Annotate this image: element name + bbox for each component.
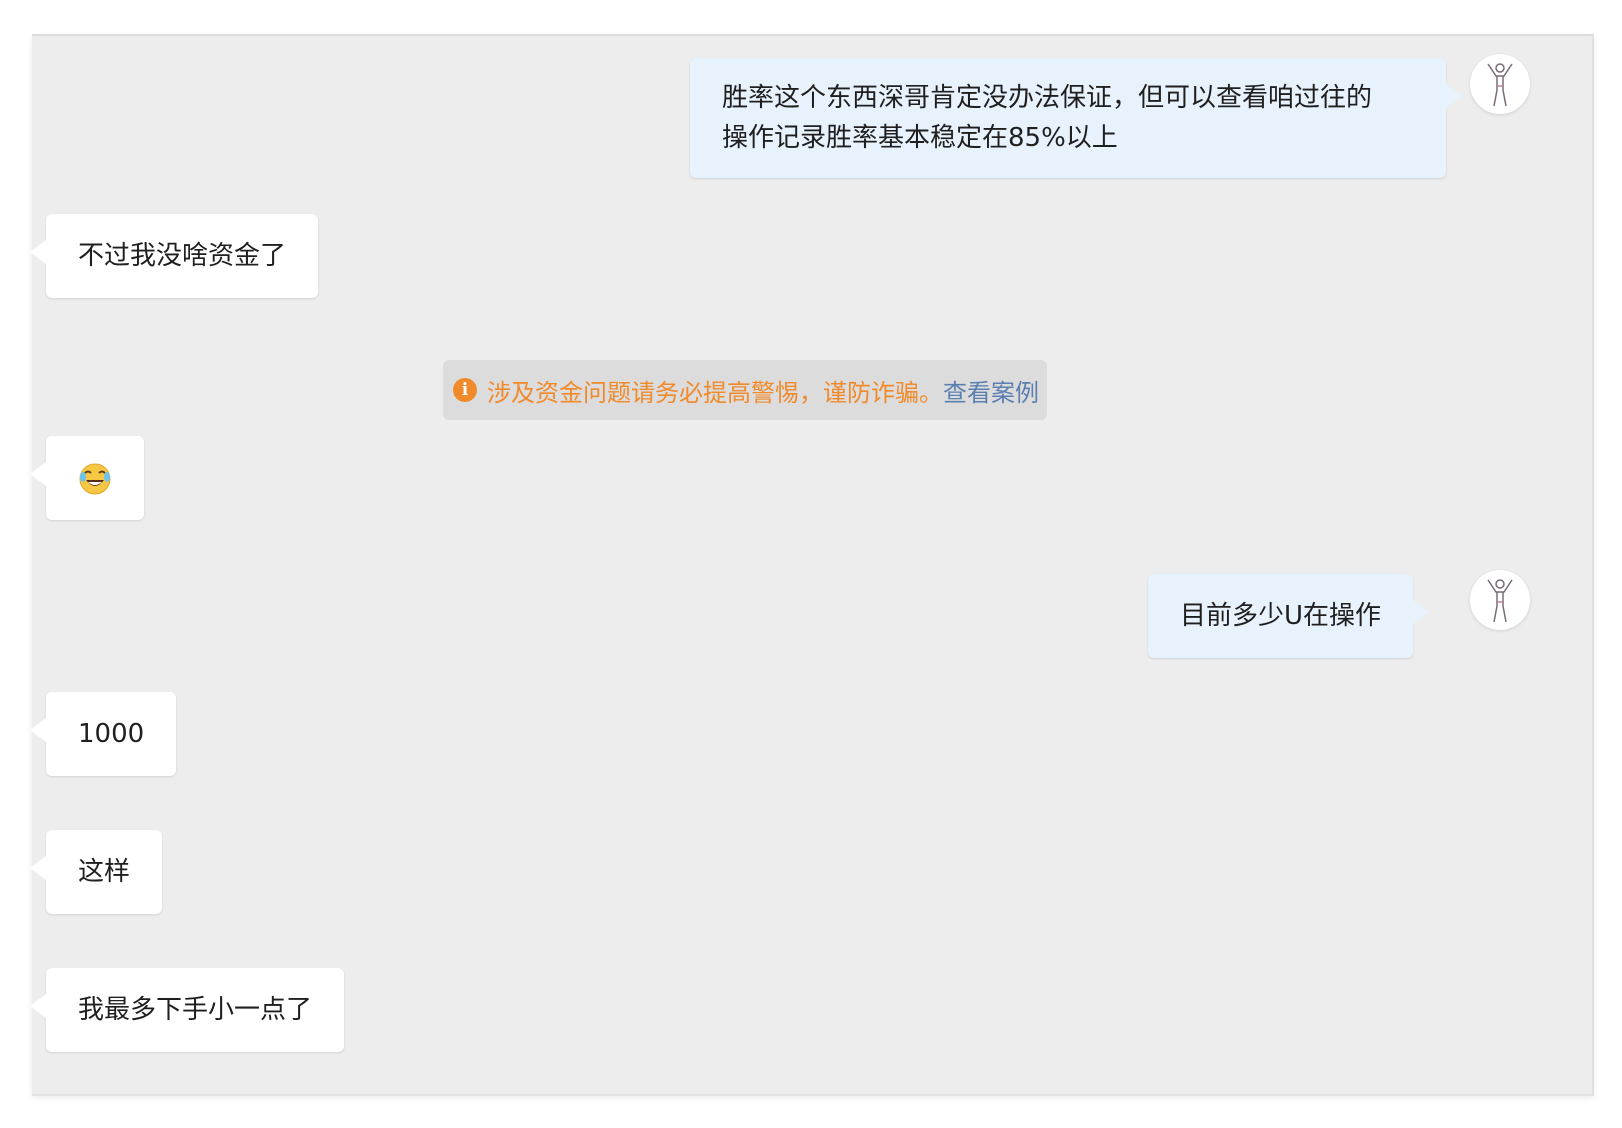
figure-avatar-icon	[1487, 579, 1513, 623]
view-cases-link[interactable]: 查看案例	[943, 378, 1039, 407]
message-text: 1000	[78, 719, 145, 749]
message-bubble-incoming[interactable]: 1000	[29, 692, 177, 776]
message-bubble-outgoing[interactable]: 胜率这个东西深哥肯定没办法保证，但可以查看咱过往的 操作记录胜率基本稳定在85%…	[690, 58, 1462, 178]
chat-panel: 胜率这个东西深哥肯定没办法保证，但可以查看咱过往的 操作记录胜率基本稳定在85%…	[29, 34, 1594, 1096]
fraud-warning-notice: i 涉及资金问题请务必提高警惕，谨防诈骗。 查看案例	[443, 360, 1047, 420]
message-bubble-incoming[interactable]: 不过我没啥资金了	[29, 214, 319, 298]
message-bubble-outgoing[interactable]: 目前多少U在操作	[1148, 574, 1430, 658]
message-text-line: 操作记录胜率基本稳定在85%以上	[722, 123, 1118, 153]
message-text: 我最多下手小一点了	[78, 995, 313, 1025]
message-bubble-incoming[interactable]: 这样	[29, 830, 163, 914]
message-text-line: 胜率这个东西深哥肯定没办法保证，但可以查看咱过往的	[722, 83, 1373, 113]
message-text: 这样	[78, 857, 131, 887]
user-avatar[interactable]	[1470, 54, 1530, 114]
laughing-tears-emoji-icon	[79, 463, 111, 494]
message-text: 目前多少U在操作	[1180, 601, 1382, 631]
info-icon: i	[453, 378, 477, 402]
figure-avatar-icon	[1487, 63, 1513, 107]
warning-text: 涉及资金问题请务必提高警惕，谨防诈骗。	[487, 378, 943, 407]
message-text: 不过我没啥资金了	[78, 241, 287, 271]
message-bubble-incoming[interactable]	[30, 436, 144, 520]
user-avatar[interactable]	[1470, 570, 1530, 630]
message-bubble-incoming[interactable]: 我最多下手小一点了	[29, 968, 345, 1052]
